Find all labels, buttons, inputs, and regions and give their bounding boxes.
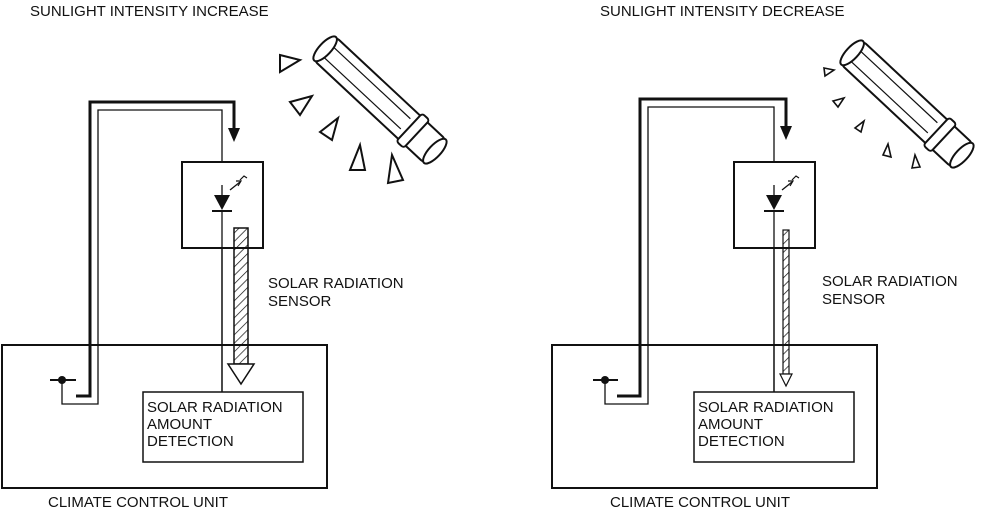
- sun-lamp-icon: [312, 35, 448, 165]
- current-arrow-icon: [780, 126, 792, 140]
- photodiode-icon: [212, 175, 248, 212]
- detection-label-line3: DETECTION: [147, 433, 234, 450]
- unit-label: CLIMATE CONTROL UNIT: [48, 494, 228, 511]
- sun-lamp-icon: [839, 39, 975, 169]
- wiring: [61, 100, 236, 405]
- detection-label-line2: AMOUNT: [147, 416, 212, 433]
- light-rays: [279, 53, 405, 185]
- sensor-label-line1: SOLAR RADIATION: [822, 273, 958, 290]
- detection-label-line2: AMOUNT: [698, 416, 763, 433]
- signal-strength-arrow-large: [226, 227, 256, 386]
- detection-box: [142, 391, 304, 463]
- terminal-icon: [593, 376, 618, 384]
- panel-decrease: SUNLIGHT INTENSITY DECREASE: [551, 3, 975, 511]
- panel-increase: SUNLIGHT INTENSITY INCREASE: [1, 3, 448, 511]
- light-rays: [823, 66, 922, 169]
- wiring: [604, 97, 788, 405]
- photodiode-icon: [764, 175, 800, 212]
- unit-label: CLIMATE CONTROL UNIT: [610, 494, 790, 511]
- terminal-icon: [50, 376, 76, 384]
- detection-box: [693, 391, 855, 463]
- sensor-label-line2: SENSOR: [822, 291, 886, 308]
- sensor-label-line2: SENSOR: [268, 293, 332, 310]
- detection-label-line1: SOLAR RADIATION: [698, 399, 834, 416]
- signal-strength-arrow-small: [779, 229, 793, 388]
- detection-label-line3: DETECTION: [698, 433, 785, 450]
- panel-title: SUNLIGHT INTENSITY INCREASE: [30, 3, 269, 20]
- panel-title: SUNLIGHT INTENSITY DECREASE: [600, 3, 845, 20]
- current-arrow-icon: [228, 128, 240, 142]
- detection-label-line1: SOLAR RADIATION: [147, 399, 283, 416]
- sensor-label-line1: SOLAR RADIATION: [268, 275, 404, 292]
